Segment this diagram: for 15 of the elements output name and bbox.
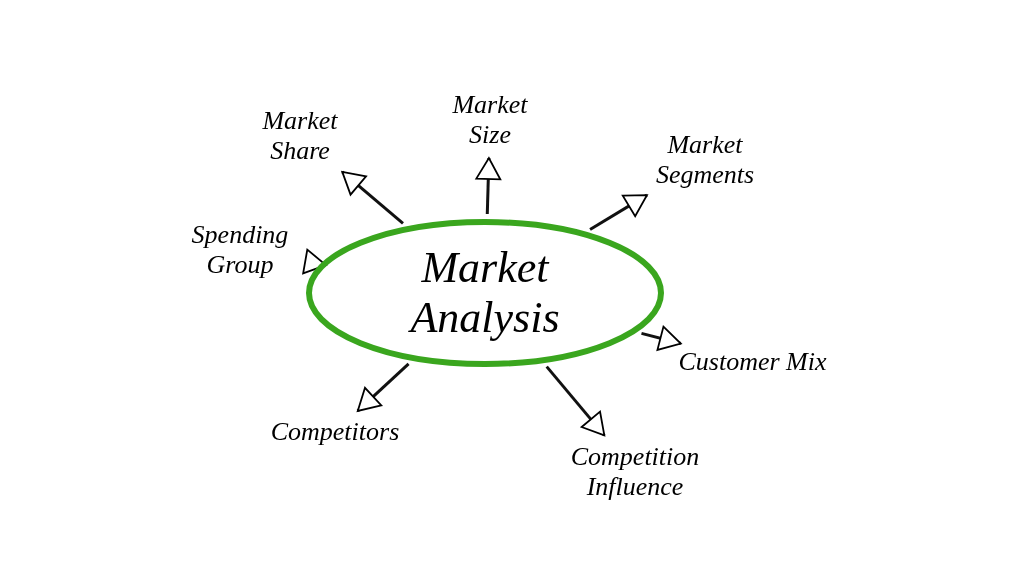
topic-text: Competitors	[270, 417, 400, 447]
topic-text: Market Share	[261, 106, 339, 166]
arrow	[545, 365, 606, 437]
arrow	[475, 157, 502, 215]
topic-text: Competition Influence	[569, 442, 701, 502]
ellipse-node	[305, 218, 665, 368]
arrow	[589, 193, 648, 231]
arrow	[641, 325, 682, 351]
topic-text: Market Size	[451, 90, 529, 150]
topic-text: Market Segments	[654, 130, 756, 190]
arrow	[356, 362, 410, 412]
topic-text: Spending Group	[190, 220, 290, 280]
arrow	[341, 170, 404, 225]
center-title: Market Analysis	[407, 243, 561, 343]
topic-text: Customer Mix	[678, 347, 827, 377]
